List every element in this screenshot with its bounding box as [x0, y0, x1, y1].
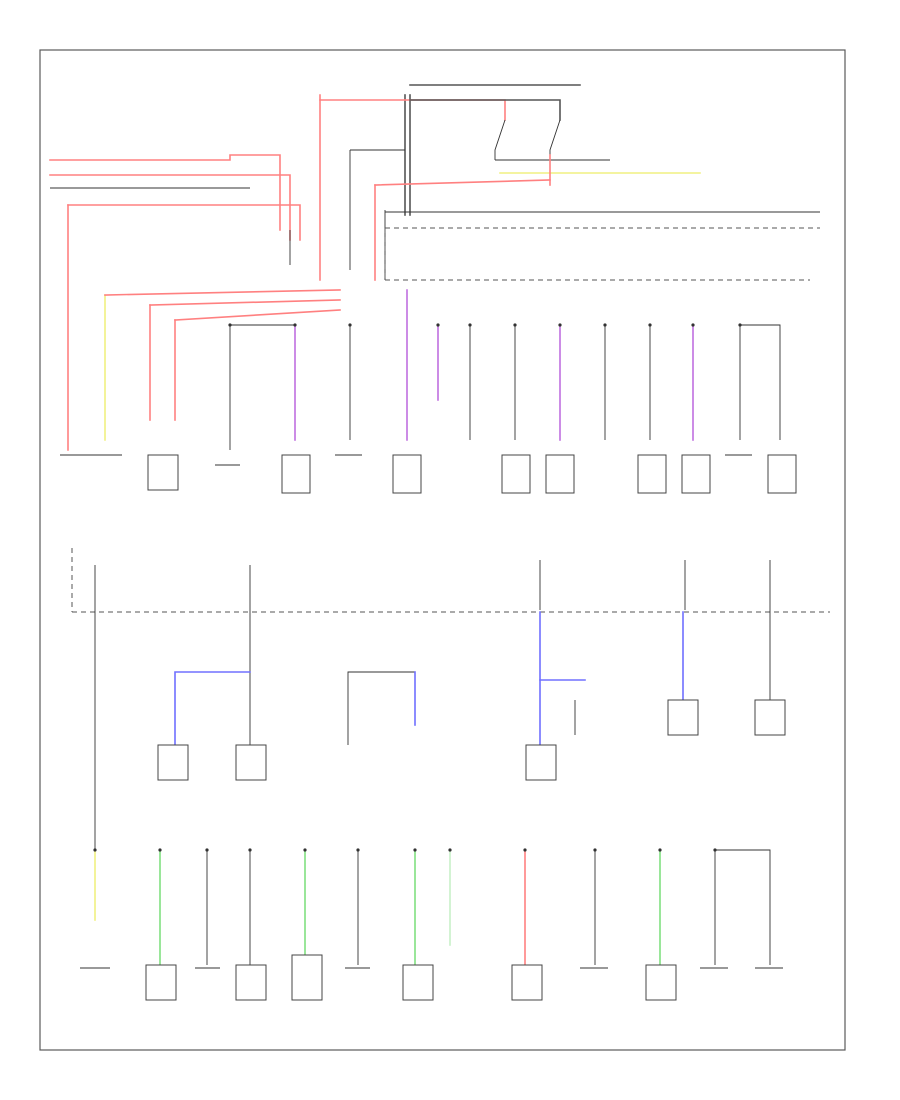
branch-row-3	[80, 848, 783, 1001]
bottom-box-5	[511, 964, 543, 1001]
starter-box	[147, 454, 179, 491]
module-box-5	[637, 454, 667, 494]
bottom-box-4	[402, 964, 434, 1001]
module-box-2	[392, 454, 422, 494]
module-box-3	[501, 454, 531, 494]
diagram-frame	[39, 49, 846, 1051]
power-distribution-top	[49, 84, 820, 451]
module-box-4	[545, 454, 575, 494]
module-box-1	[281, 454, 311, 494]
bottom-box-1	[145, 964, 177, 1001]
sensor-box-1	[157, 744, 189, 781]
sensor-box-3	[525, 744, 557, 781]
sensor-box-5	[754, 699, 786, 736]
fuse-row-2	[71, 548, 830, 870]
bottom-box-3	[291, 954, 323, 1001]
module-box-6	[681, 454, 711, 494]
module-box-7	[767, 454, 797, 494]
sensor-box-4	[667, 699, 699, 736]
branch-row-1	[228, 323, 781, 450]
sensor-box-2	[235, 744, 267, 781]
bottom-box-2	[235, 964, 267, 1001]
bottom-box-6	[645, 964, 677, 1001]
components-row-1	[60, 454, 797, 494]
